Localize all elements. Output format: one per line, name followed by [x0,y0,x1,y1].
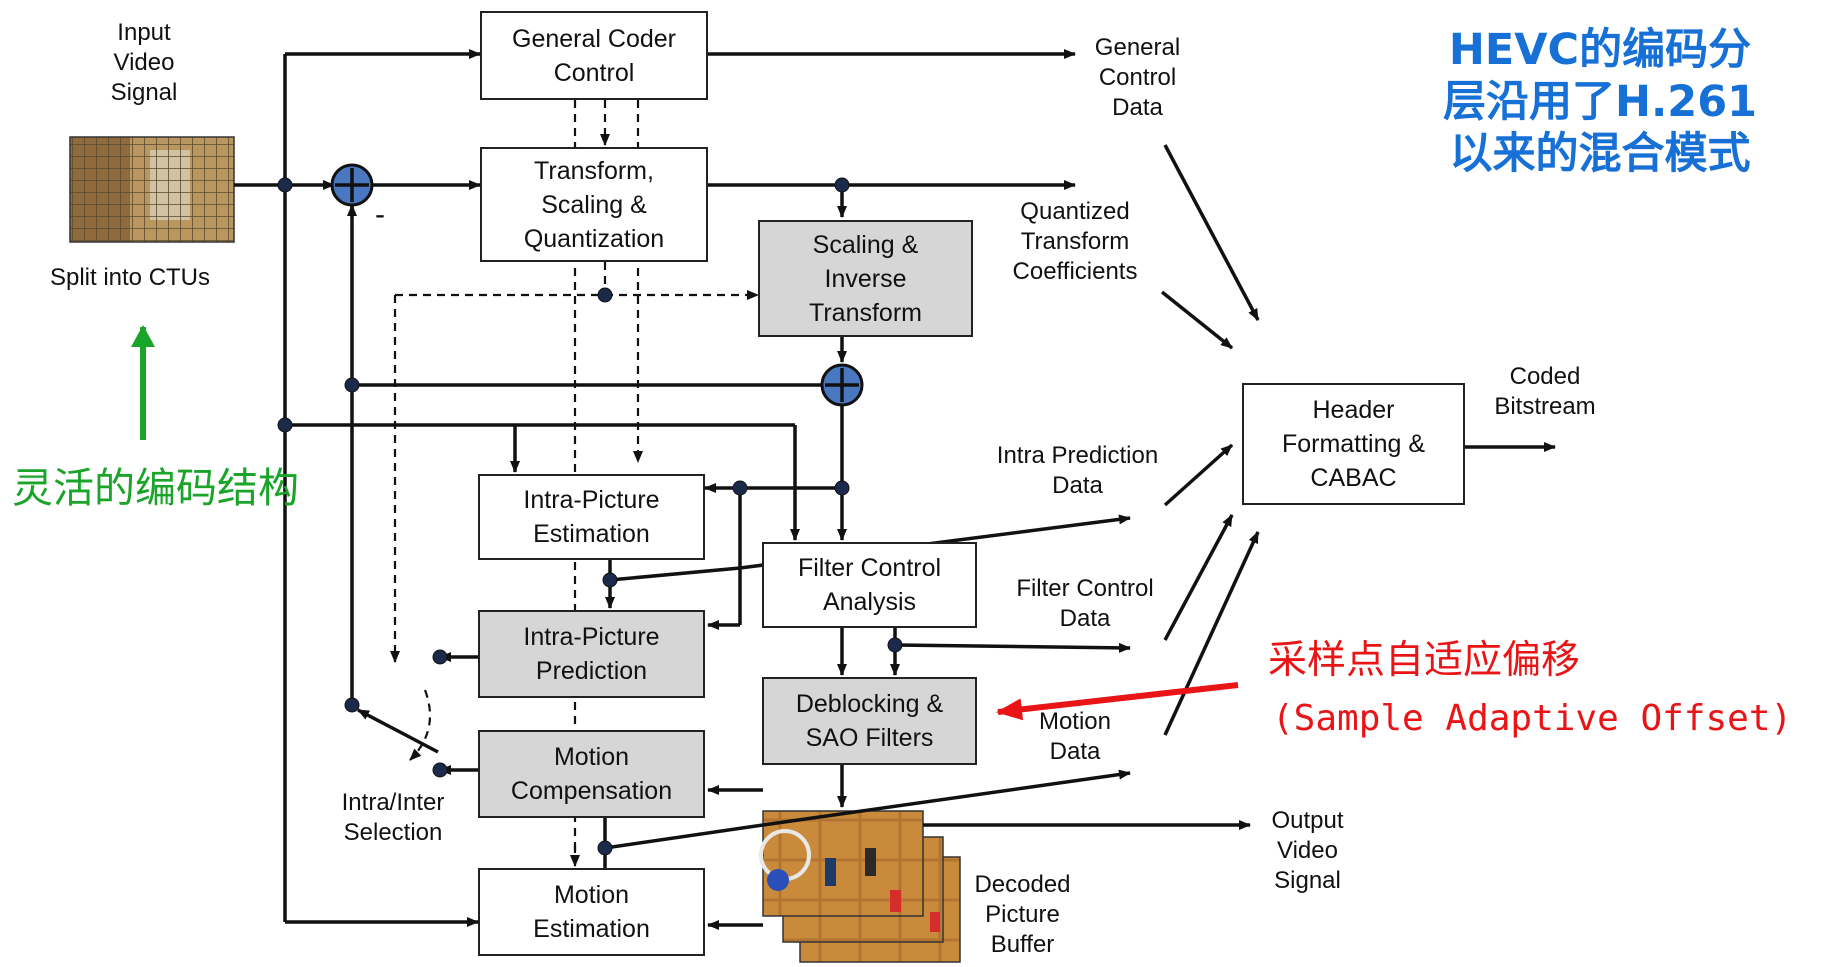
filter-control-data-label: Filter Control Data [1016,575,1154,632]
intra-inter-selection-label: Intra/Inter Selection [341,789,445,846]
hevc-note: HEVC的编码分 层沿用了H.261 以来的混合模式 [1442,25,1758,179]
decoded-picture-buffer-label: Decoded Picture Buffer [974,871,1071,958]
input-video-signal-label: Input Video Signal [110,19,178,106]
motion-data-label: Motion Data [1038,708,1112,765]
minus-sign: - [375,198,385,231]
junction-dots [277,177,903,856]
red-arrow [996,682,1239,721]
input-ctu-image [69,136,235,243]
adder-bottom [820,363,864,407]
decoded-picture-buffer-images [759,810,961,963]
adder-top [330,163,374,207]
split-into-ctus-label: Split into CTUs [49,264,211,291]
header-formatting-cabac-block: Header Formatting & CABAC [1242,383,1465,505]
coded-bitstream-label: Coded Bitstream [1494,363,1596,420]
scaling-inverse-transform-block: Scaling & Inverse Transform [758,220,973,337]
deblocking-sao-filters-block: Deblocking & SAO Filters [762,677,977,765]
sao-chinese-note: 采样点自适应偏移 [1268,638,1581,683]
motion-estimation-block: Motion Estimation [478,868,705,956]
intra-prediction-data-label: Intra Prediction Data [996,442,1159,499]
intra-picture-prediction-block: Intra-Picture Prediction [478,610,705,698]
motion-compensation-block: Motion Compensation [478,730,705,818]
transform-scaling-quantization-block: Transform, Scaling & Quantization [480,147,708,262]
sao-english-note: (Sample Adaptive Offset) [1272,698,1793,739]
intra-picture-estimation-block: Intra-Picture Estimation [478,474,705,560]
output-video-signal-label: Output Video Signal [1271,807,1344,894]
flexible-structure-note: 灵活的编码结构 [12,464,299,512]
general-control-data-label: General Control Data [1094,34,1181,121]
solid-connection-lines [234,49,1556,930]
filter-control-analysis-block: Filter Control Analysis [762,542,977,628]
general-coder-control-block: General Coder Control [480,11,708,100]
quantized-transform-coefficients-label: Quantized Transform Coefficients [1012,198,1138,285]
